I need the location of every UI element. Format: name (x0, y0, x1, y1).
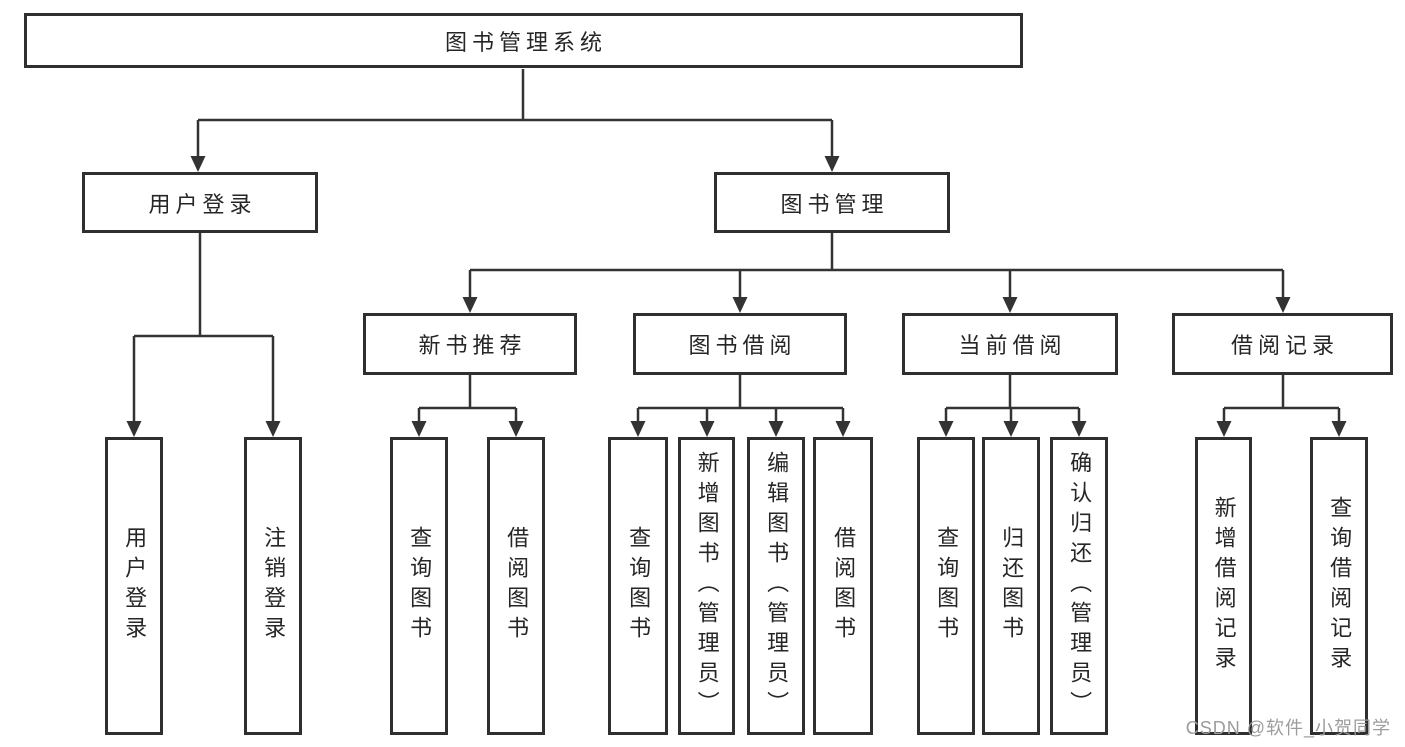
node-new-books: 新书推荐 (363, 313, 577, 375)
leaf-borrowing-borrow: 借阅图书 (813, 437, 873, 735)
leaf-logout-label: 注销登录 (261, 526, 287, 646)
leaf-borrowing-query-label: 查询图书 (626, 526, 652, 646)
connector-paths (132, 69, 1341, 422)
leaf-newbooks-borrow-label: 借阅图书 (504, 526, 530, 646)
leaf-records-query-label: 查询借阅记录 (1327, 496, 1353, 676)
node-borrow-records: 借阅记录 (1172, 313, 1393, 375)
node-current-borrowing-label: 当前借阅 (958, 333, 1067, 358)
leaf-borrowing-borrow-label: 借阅图书 (831, 526, 857, 646)
leaf-borrowing-query: 查询图书 (608, 437, 668, 735)
leaf-logout: 注销登录 (244, 437, 302, 735)
node-user-login: 用户登录 (82, 172, 318, 233)
leaf-user-login-label: 用户登录 (122, 526, 148, 646)
leaf-newbooks-query: 查询图书 (390, 437, 448, 735)
leaf-borrowing-add-label: 新增图书（管理员） (694, 451, 720, 721)
leaf-records-add-label: 新增借阅记录 (1211, 496, 1237, 676)
node-root: 图书管理系统 (24, 13, 1023, 68)
node-user-login-label: 用户登录 (148, 191, 257, 217)
leaf-user-login: 用户登录 (105, 437, 163, 735)
leaf-newbooks-query-label: 查询图书 (407, 526, 433, 646)
leaf-borrowing-edit: 编辑图书（管理员） (747, 437, 805, 735)
leaf-current-query-label: 查询图书 (934, 526, 960, 646)
leaf-records-add: 新增借阅记录 (1195, 437, 1252, 735)
leaf-current-return: 归还图书 (982, 437, 1040, 735)
leaf-newbooks-borrow: 借阅图书 (487, 437, 545, 735)
node-book-borrowing-label: 图书借阅 (688, 333, 797, 358)
leaf-current-return-label: 归还图书 (999, 526, 1025, 646)
leaf-current-query: 查询图书 (917, 437, 975, 735)
node-current-borrowing: 当前借阅 (902, 313, 1118, 375)
node-book-borrowing: 图书借阅 (633, 313, 847, 375)
node-borrow-records-label: 借阅记录 (1230, 333, 1339, 358)
node-root-label: 图书管理系统 (444, 29, 607, 55)
node-book-management-label: 图书管理 (780, 191, 889, 217)
leaf-records-query: 查询借阅记录 (1310, 437, 1368, 735)
node-new-books-label: 新书推荐 (418, 333, 527, 358)
leaf-borrowing-add: 新增图书（管理员） (678, 437, 735, 735)
leaf-current-confirm-label: 确认归还（管理员） (1067, 451, 1093, 721)
leaf-current-confirm: 确认归还（管理员） (1050, 437, 1108, 735)
leaf-borrowing-edit-label: 编辑图书（管理员） (764, 451, 790, 721)
node-book-management: 图书管理 (714, 172, 950, 233)
csdn-watermark: CSDN @软件_小贺同学 (1185, 718, 1391, 738)
